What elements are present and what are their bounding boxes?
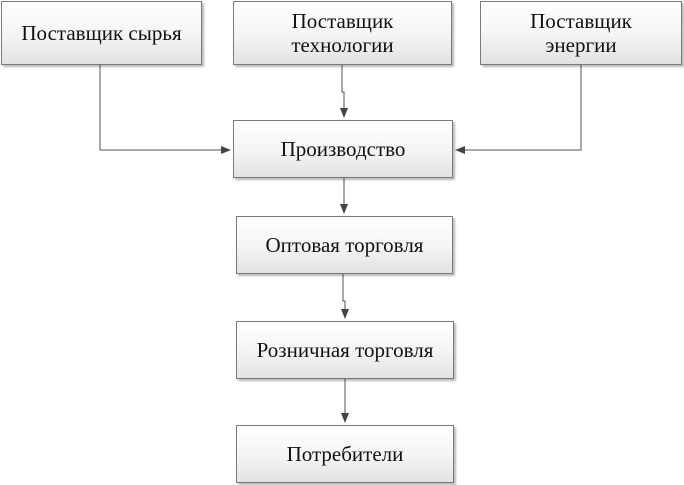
edge-raw-to-production [99, 65, 231, 154]
node-consumers: Потребители [236, 425, 454, 483]
node-energy-supplier: Поставщик энергии [480, 1, 682, 65]
node-label-line-1: Поставщик [291, 9, 394, 33]
node-label: Поставщик сырья [21, 21, 182, 45]
node-label: Оптовая торговля [265, 233, 424, 257]
node-label-line-2: технологии [291, 33, 394, 57]
node-label-line-2: энергии [545, 33, 617, 57]
node-wholesale-trade: Оптовая торговля [236, 216, 453, 274]
node-label: Производство [280, 137, 406, 161]
node-retail-trade: Розничная торговля [236, 321, 454, 379]
node-label: Розничная торговля [256, 338, 434, 362]
node-raw-material-supplier: Поставщик сырья [1, 1, 202, 65]
node-label: Потребители [286, 442, 404, 466]
node-label-line-1: Поставщик [530, 9, 632, 33]
node-production: Производство [233, 120, 453, 178]
edge-wholesale-to-retail [341, 274, 349, 319]
edge-tech-to-production [340, 65, 348, 118]
edge-energy-to-production [455, 65, 582, 154]
node-technology-supplier: Поставщик технологии [233, 1, 452, 65]
